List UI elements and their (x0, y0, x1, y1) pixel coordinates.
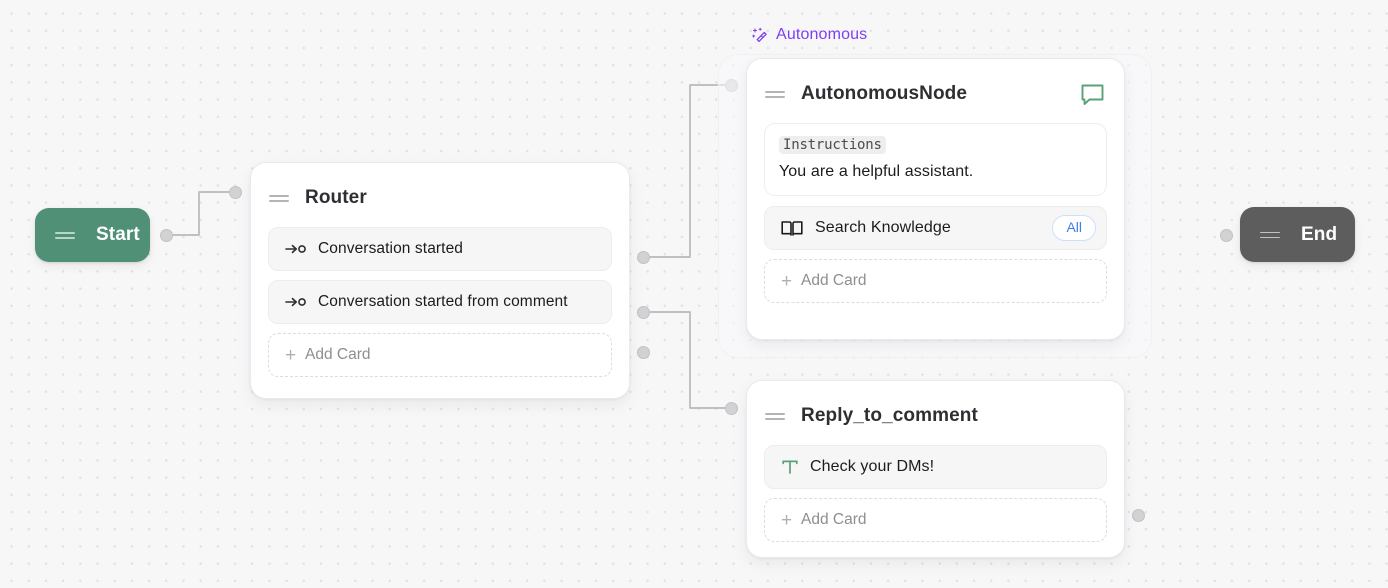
router-card-label: Conversation started from comment (318, 293, 568, 310)
instructions-text: You are a helpful assistant. (779, 163, 974, 180)
router-node-title: Router (305, 187, 367, 208)
edge-start-to-router (162, 191, 233, 236)
autonomous-node-header: AutonomousNode (747, 59, 1124, 111)
start-node[interactable]: Start (35, 208, 150, 262)
drag-handle-icon[interactable] (55, 229, 75, 241)
search-knowledge-label: Search Knowledge (815, 219, 951, 236)
reply-add-card-label: Add Card (801, 511, 867, 528)
reply-text-card[interactable]: Check your DMs! (764, 445, 1107, 489)
reply-node-title: Reply_to_comment (801, 405, 978, 426)
text-t-icon (781, 458, 799, 476)
autonomous-node-body: Instructions You are a helpful assistant… (747, 111, 1124, 320)
router-node-body: Conversation started Conversation starte… (251, 215, 629, 394)
knowledge-scope-badge[interactable]: All (1052, 215, 1096, 241)
router-card-label: Conversation started (318, 240, 464, 257)
drag-handle-icon[interactable] (269, 192, 289, 204)
start-node-label: Start (96, 224, 140, 245)
reply-node-header: Reply_to_comment (747, 381, 1124, 433)
route-arrow-icon (285, 295, 307, 309)
reply-add-card-button[interactable]: + Add Card (764, 498, 1107, 542)
port-reply-input[interactable] (725, 402, 738, 415)
router-add-card-button[interactable]: + Add Card (268, 333, 612, 377)
reply-node-body: Check your DMs! + Add Card (747, 433, 1124, 559)
route-arrow-icon (285, 242, 307, 256)
port-router-output-2[interactable] (637, 306, 650, 319)
edge-router-to-autonomous (649, 84, 727, 258)
port-router-input[interactable] (229, 186, 242, 199)
drag-handle-icon[interactable] (1260, 229, 1280, 241)
autonomous-add-card-button[interactable]: + Add Card (764, 259, 1107, 303)
autonomous-group-label: Autonomous (776, 26, 868, 43)
edge-router-to-reply (649, 311, 727, 409)
router-node-header: Router (251, 163, 629, 215)
instructions-chip-label: Instructions (779, 136, 886, 154)
autonomous-node-title: AutonomousNode (801, 83, 968, 104)
port-router-output-3[interactable] (637, 346, 650, 359)
plus-icon: + (781, 509, 793, 531)
drag-handle-icon[interactable] (765, 88, 785, 100)
port-router-output-1[interactable] (637, 251, 650, 264)
router-node[interactable]: Router Conversation started (250, 162, 630, 399)
router-add-card-label: Add Card (305, 346, 371, 363)
reply-to-comment-node[interactable]: Reply_to_comment Check your DMs! + Add C… (746, 380, 1125, 558)
autonomous-add-card-label: Add Card (801, 272, 867, 289)
magic-wand-icon (752, 27, 769, 44)
port-start-output[interactable] (160, 229, 173, 242)
port-reply-output[interactable] (1132, 509, 1145, 522)
search-knowledge-card[interactable]: Search Knowledge All (764, 206, 1107, 250)
plus-icon: + (285, 344, 297, 366)
router-card-conversation-started-from-comment[interactable]: Conversation started from comment (268, 280, 612, 324)
autonomous-node[interactable]: AutonomousNode Instructions You are a he… (746, 58, 1125, 340)
chat-bubble-icon[interactable] (1079, 81, 1106, 108)
open-book-icon (781, 219, 803, 238)
plus-icon: + (781, 270, 793, 292)
end-node[interactable]: End (1240, 207, 1355, 262)
router-card-conversation-started[interactable]: Conversation started (268, 227, 612, 271)
drag-handle-icon[interactable] (765, 410, 785, 422)
port-end-input[interactable] (1220, 229, 1233, 242)
end-node-label: End (1301, 223, 1338, 245)
instructions-card[interactable]: Instructions You are a helpful assistant… (764, 123, 1107, 196)
reply-text-label: Check your DMs! (810, 458, 935, 475)
autonomous-group-tag: Autonomous (752, 26, 867, 44)
